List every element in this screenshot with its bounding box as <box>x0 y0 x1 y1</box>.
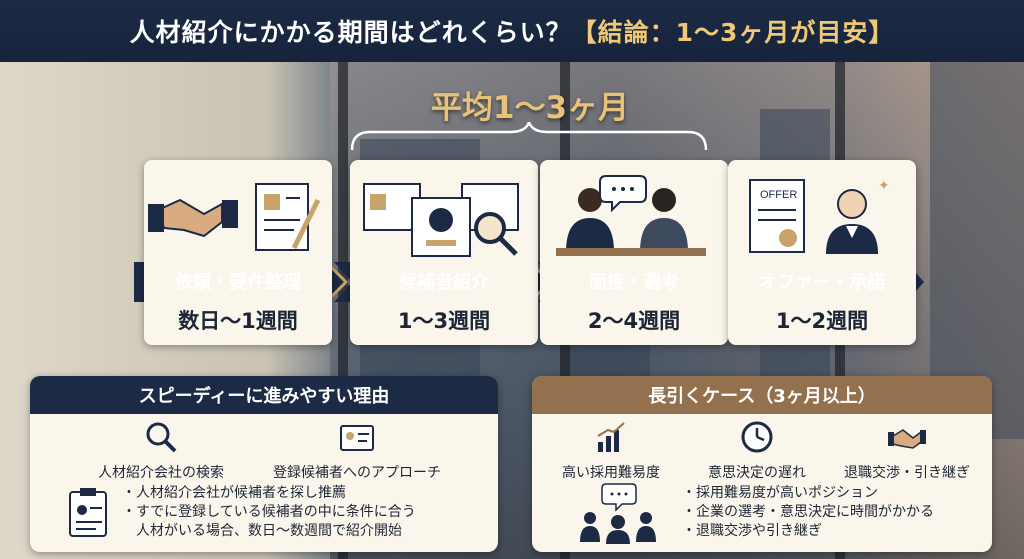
long-item-decision: 意思決定の遅れ <box>692 420 822 482</box>
page-title: 人材紹介にかかる期間はどれくらい？ <box>129 18 572 47</box>
bracket-icon <box>350 122 708 151</box>
step-duration: 数日〜1週間 <box>178 309 298 333</box>
speedy-item-approach: 登録候補者へのアプローチ <box>252 420 462 482</box>
long-item-difficulty: 高い採用難易度 <box>546 420 676 482</box>
step-card-interview: 2〜4週間 <box>540 160 728 345</box>
search-icon <box>146 422 177 453</box>
svg-text:OFFER: OFFER <box>760 189 797 201</box>
long-bullets: ・採用難易度が高いポジション ・企業の選考・意思決定に時間がかかる ・退職交渉や… <box>682 485 934 539</box>
svg-text:✦: ✦ <box>878 178 890 194</box>
step-card-request: 数日〜1週間 <box>144 160 332 345</box>
speedy-bullets: ・人材紹介会社が候補者を探し推薦 ・すでに登録している候補者の中に条件に合う 人… <box>122 485 416 539</box>
step-duration: 1〜2週間 <box>775 309 869 333</box>
person-icon: ✦ <box>826 178 890 254</box>
step-label-request: 依頼・要件整理 <box>175 272 301 293</box>
offer-letter-icon: OFFER <box>749 179 805 253</box>
clock-icon <box>741 421 773 453</box>
long-item-resignation: 退職交渉・引き継ぎ <box>832 420 982 482</box>
document-pen-icon <box>255 183 321 251</box>
long-panel-heading: 長引くケース（3ヶ月以上） <box>532 376 992 414</box>
interview-people-icon <box>556 188 706 256</box>
speedy-item-search: 人材紹介会社の検索 <box>86 420 236 482</box>
bar-chart-icon <box>597 422 625 452</box>
step-label-offer: オファー・承諾 <box>759 272 885 293</box>
id-card-icon <box>340 425 374 451</box>
speedy-reasons-panel: スピーディーに進みやすい理由 人材紹介会社の検索 登録候補者へのアプローチ ・人… <box>30 376 498 552</box>
average-period-label: 平均1〜3ヶ月 <box>430 90 630 126</box>
handshake-icon <box>148 198 238 238</box>
long-cases-panel: 長引くケース（3ヶ月以上） 高い採用難易度 意思決定の遅れ 退職交渉・引き継ぎ <box>532 376 992 552</box>
magnifier-icon <box>474 212 518 256</box>
clipboard-profile-icon <box>69 488 107 537</box>
step-label-candidates: 候補者紹介 <box>399 272 489 293</box>
speech-bubble-icon <box>599 175 647 213</box>
handshake-icon <box>888 429 926 449</box>
speedy-panel-heading: スピーディーに進みやすい理由 <box>30 376 498 414</box>
title-conclusion: 【結論：1〜3ヶ月が目安】 <box>571 18 895 47</box>
meeting-people-icon <box>580 483 656 544</box>
building <box>930 49 1024 439</box>
step-card-offer: OFFER ✦ 1〜2週間 <box>728 160 916 345</box>
step-duration: 1〜3週間 <box>397 309 491 333</box>
step-duration: 2〜4週間 <box>587 309 681 333</box>
title-bar: 人材紹介にかかる期間はどれくらい？ 【結論：1〜3ヶ月が目安】 <box>0 0 1024 62</box>
step-card-candidates: 1〜3週間 <box>350 160 538 345</box>
step-label-interview: 面接・選考 <box>589 272 679 293</box>
